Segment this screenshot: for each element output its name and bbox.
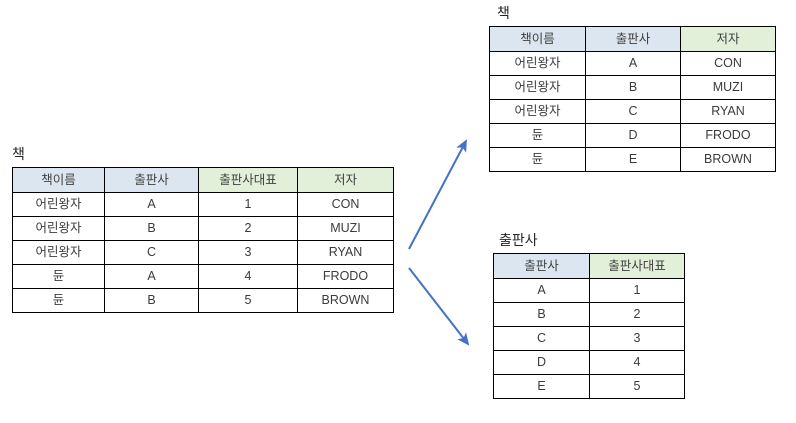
column-header-publisher: 출판사: [493, 253, 590, 279]
source-table-title: 책: [12, 146, 25, 162]
table-row: 어린왕자 B 2 MUZI: [12, 216, 394, 241]
table-row: 어린왕자 C RYAN: [489, 99, 776, 124]
result-book-table: 책이름 출판사 저자 어린왕자 A CON 어린왕자 B MUZI 어린왕자: [489, 26, 776, 172]
cell-publisher: D: [585, 123, 681, 148]
column-header-author: 저자: [297, 167, 394, 193]
table-row: E 5: [493, 374, 685, 399]
cell-author: CON: [680, 51, 776, 76]
cell-publisher-rep: 3: [198, 240, 298, 265]
cell-author: BROWN: [680, 147, 776, 172]
cell-publisher: C: [104, 240, 199, 265]
cell-publisher-rep: 2: [198, 216, 298, 241]
cell-book-name: 듄: [489, 123, 586, 148]
table-header-row: 출판사 출판사대표: [493, 253, 685, 279]
cell-author: FRODO: [297, 264, 394, 289]
cell-publisher: B: [493, 302, 590, 327]
cell-book-name: 어린왕자: [489, 75, 586, 100]
cell-book-name: 듄: [12, 264, 105, 289]
cell-author: FRODO: [680, 123, 776, 148]
cell-author: BROWN: [297, 288, 394, 313]
cell-publisher-rep: 2: [589, 302, 685, 327]
table-row: C 3: [493, 326, 685, 351]
arrow-to-publisher-icon: [408, 267, 470, 346]
cell-book-name: 듄: [489, 147, 586, 172]
cell-publisher-rep: 4: [198, 264, 298, 289]
table-row: D 4: [493, 350, 685, 375]
cell-author: MUZI: [297, 216, 394, 241]
cell-author: MUZI: [680, 75, 776, 100]
cell-author: RYAN: [297, 240, 394, 265]
cell-book-name: 어린왕자: [489, 51, 586, 76]
column-header-publisher: 출판사: [585, 26, 681, 52]
arrow-to-book-icon: [408, 139, 467, 250]
cell-publisher: B: [585, 75, 681, 100]
table-row: 어린왕자 A CON: [489, 51, 776, 76]
cell-publisher-rep: 5: [589, 374, 685, 399]
cell-author: RYAN: [680, 99, 776, 124]
cell-publisher: A: [104, 264, 199, 289]
cell-publisher-rep: 4: [589, 350, 685, 375]
cell-publisher: C: [585, 99, 681, 124]
column-header-author: 저자: [680, 26, 776, 52]
result-publisher-table-block: 출판사 출판사 출판사대표 A 1 B 2: [493, 232, 685, 399]
cell-publisher-rep: 3: [589, 326, 685, 351]
cell-publisher: B: [104, 216, 199, 241]
cell-publisher: A: [585, 51, 681, 76]
source-table: 책이름 출판사 출판사대표 저자 어린왕자 A 1 CON 어린왕자 B 2 M: [12, 167, 394, 313]
table-row: 듄 D FRODO: [489, 123, 776, 148]
cell-book-name: 듄: [12, 288, 105, 313]
cell-publisher: D: [493, 350, 590, 375]
cell-publisher-rep: 1: [198, 192, 298, 217]
cell-publisher: A: [104, 192, 199, 217]
result-publisher-table-title: 출판사: [499, 232, 538, 248]
table-header-row: 책이름 출판사 저자: [489, 26, 776, 52]
table-row: A 1: [493, 278, 685, 303]
column-header-book-name: 책이름: [489, 26, 586, 52]
table-row: 듄 A 4 FRODO: [12, 264, 394, 289]
table-row: 듄 B 5 BROWN: [12, 288, 394, 313]
result-book-table-block: 책 책이름 출판사 저자 어린왕자 A CON 어린왕자: [489, 5, 776, 172]
column-header-book-name: 책이름: [12, 167, 105, 193]
cell-book-name: 어린왕자: [12, 192, 105, 217]
table-row: 어린왕자 A 1 CON: [12, 192, 394, 217]
cell-book-name: 어린왕자: [12, 240, 105, 265]
cell-publisher-rep: 5: [198, 288, 298, 313]
column-header-publisher-rep: 출판사대표: [198, 167, 298, 193]
table-row: B 2: [493, 302, 685, 327]
table-header-row: 책이름 출판사 출판사대표 저자: [12, 167, 394, 193]
cell-book-name: 어린왕자: [489, 99, 586, 124]
column-header-publisher: 출판사: [104, 167, 199, 193]
cell-publisher: B: [104, 288, 199, 313]
table-row: 어린왕자 C 3 RYAN: [12, 240, 394, 265]
column-header-publisher-rep: 출판사대표: [589, 253, 685, 279]
cell-publisher: E: [493, 374, 590, 399]
result-book-table-title: 책: [497, 5, 510, 21]
result-publisher-table: 출판사 출판사대표 A 1 B 2 C 3 D: [493, 253, 685, 399]
cell-publisher: E: [585, 147, 681, 172]
cell-publisher: C: [493, 326, 590, 351]
cell-publisher-rep: 1: [589, 278, 685, 303]
cell-book-name: 어린왕자: [12, 216, 105, 241]
source-table-block: 책 책이름 출판사 출판사대표 저자 어린왕자 A 1 CON: [12, 146, 394, 313]
table-row: 어린왕자 B MUZI: [489, 75, 776, 100]
table-row: 듄 E BROWN: [489, 147, 776, 172]
cell-publisher: A: [493, 278, 590, 303]
cell-author: CON: [297, 192, 394, 217]
